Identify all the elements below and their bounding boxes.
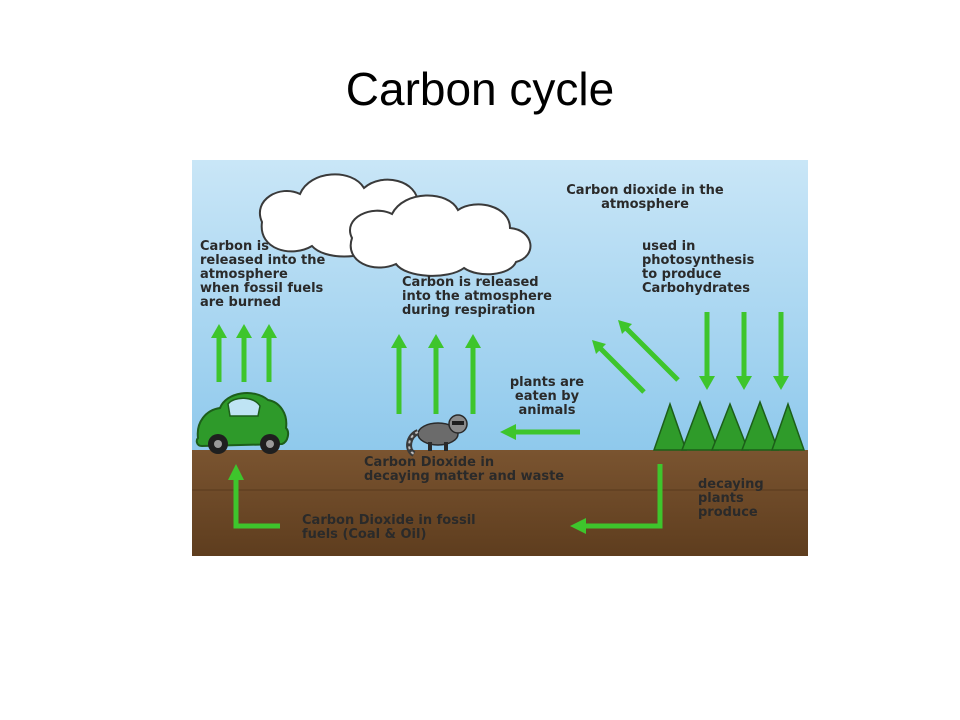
slide-title: Carbon cycle	[345, 63, 615, 115]
arrow-decay-to-fossil	[570, 464, 663, 534]
label-fossil-fuels: Carbon Dioxide in fossil fuels (Coal & O…	[302, 513, 476, 542]
label-decaying-matter: Carbon Dioxide in decaying matter and wa…	[364, 455, 565, 484]
arrow-eaten	[500, 424, 580, 440]
trees	[652, 399, 806, 451]
arrows-fossil-release	[211, 324, 277, 382]
label-fossil-release: Carbon is released into the atmosphere w…	[200, 239, 326, 310]
arrow-fossil-to-car	[228, 464, 280, 529]
arrows-photosynthesis	[699, 312, 789, 390]
arrows-respiration	[391, 334, 481, 414]
label-eaten: plants are eaten by animals	[509, 375, 585, 418]
label-photosynthesis: used in photosynthesis to produce Carboh…	[642, 239, 755, 296]
cloud-right	[349, 194, 532, 277]
label-respiration: Carbon is released into the atmosphere d…	[402, 275, 553, 318]
label-decaying-plants: decaying plants produce	[698, 477, 764, 520]
label-atmosphere: Carbon dioxide in the atmosphere	[566, 183, 724, 212]
soil	[192, 450, 808, 556]
carbon-cycle-diagram: Carbon dioxide in the atmosphere Carbon …	[192, 160, 808, 556]
raccoon	[406, 414, 468, 457]
car	[195, 392, 290, 454]
arrows-plant-respiration	[592, 320, 680, 394]
diagram-artwork	[192, 160, 808, 556]
